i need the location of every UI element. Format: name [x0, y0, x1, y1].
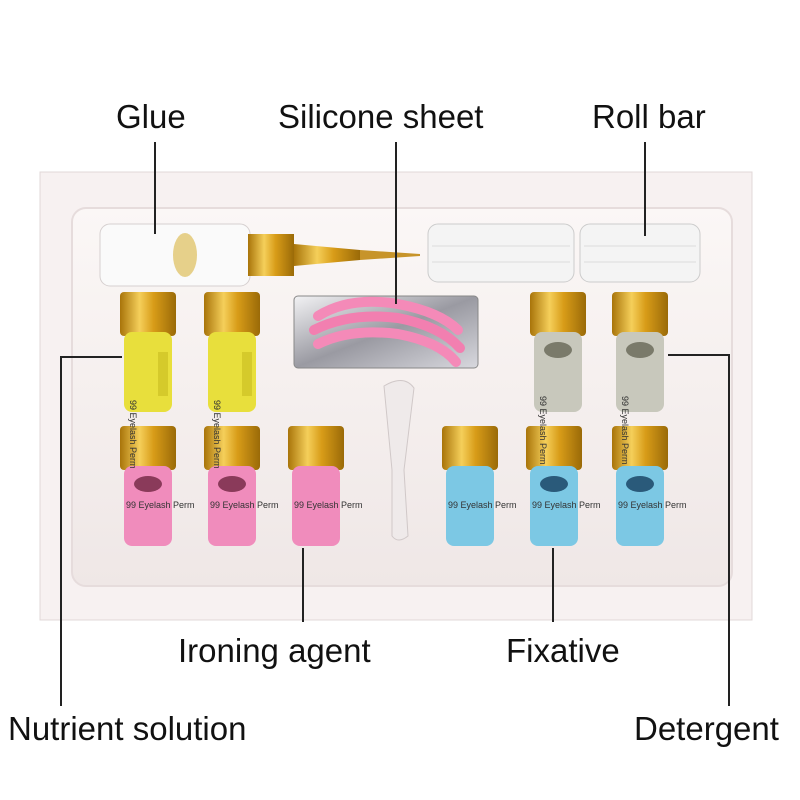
bottle-print-text: 99 Eyelash Perm — [620, 396, 630, 465]
bottle-print-text: 99 Eyelash Perm — [128, 400, 138, 469]
label-fixative: Fixative — [506, 632, 620, 669]
leader-nutrient-v — [60, 356, 62, 706]
clear-spatula — [383, 380, 415, 541]
label-detergent: Detergent — [634, 710, 779, 747]
leader-detergent-v — [728, 354, 730, 706]
bottle-print-text: 99 Eyelash Perm — [210, 500, 279, 510]
bottle-print-text: 99 Eyelash Perm — [294, 500, 363, 510]
glue-bottle — [99, 223, 420, 287]
leader-nutrient-h — [60, 356, 122, 358]
detergent-bottle-2 — [612, 292, 668, 412]
leader-detergent-h — [668, 354, 730, 356]
bottle-print-text: 99 Eyelash Perm — [448, 500, 517, 510]
detergent-bottle-1 — [530, 292, 586, 412]
fixative-bottle-1 — [442, 426, 498, 546]
fixative-bottle-3 — [612, 426, 668, 546]
bottle-print-text: 99 Eyelash Perm — [126, 500, 195, 510]
silicone-sheet-pack — [293, 295, 479, 369]
bottle-print-text: 99 Eyelash Perm — [532, 500, 601, 510]
ironing-bottle-3 — [288, 426, 344, 546]
leader-rollbar — [644, 142, 646, 236]
leader-silicone — [395, 142, 397, 304]
fixative-bottle-2 — [526, 426, 582, 546]
label-glue: Glue — [116, 98, 186, 135]
bottle-print-text: 99 Eyelash Perm — [538, 396, 548, 465]
nutrient-bottle-1 — [120, 292, 176, 412]
roll-bars — [427, 223, 701, 283]
ironing-bottle-2 — [204, 426, 260, 546]
bottle-print-text: 99 Eyelash Perm — [618, 500, 687, 510]
nutrient-bottle-2 — [204, 292, 260, 412]
bottle-print-text: 99 Eyelash Perm — [212, 400, 222, 469]
leader-glue — [154, 142, 156, 234]
ironing-bottle-1 — [120, 426, 176, 546]
label-silicone-sheet: Silicone sheet — [278, 98, 484, 135]
leader-ironing — [302, 548, 304, 622]
label-roll-bar: Roll bar — [592, 98, 706, 135]
leader-fixative — [552, 548, 554, 622]
label-ironing-agent: Ironing agent — [178, 632, 371, 669]
label-nutrient-solution: Nutrient solution — [8, 710, 247, 747]
